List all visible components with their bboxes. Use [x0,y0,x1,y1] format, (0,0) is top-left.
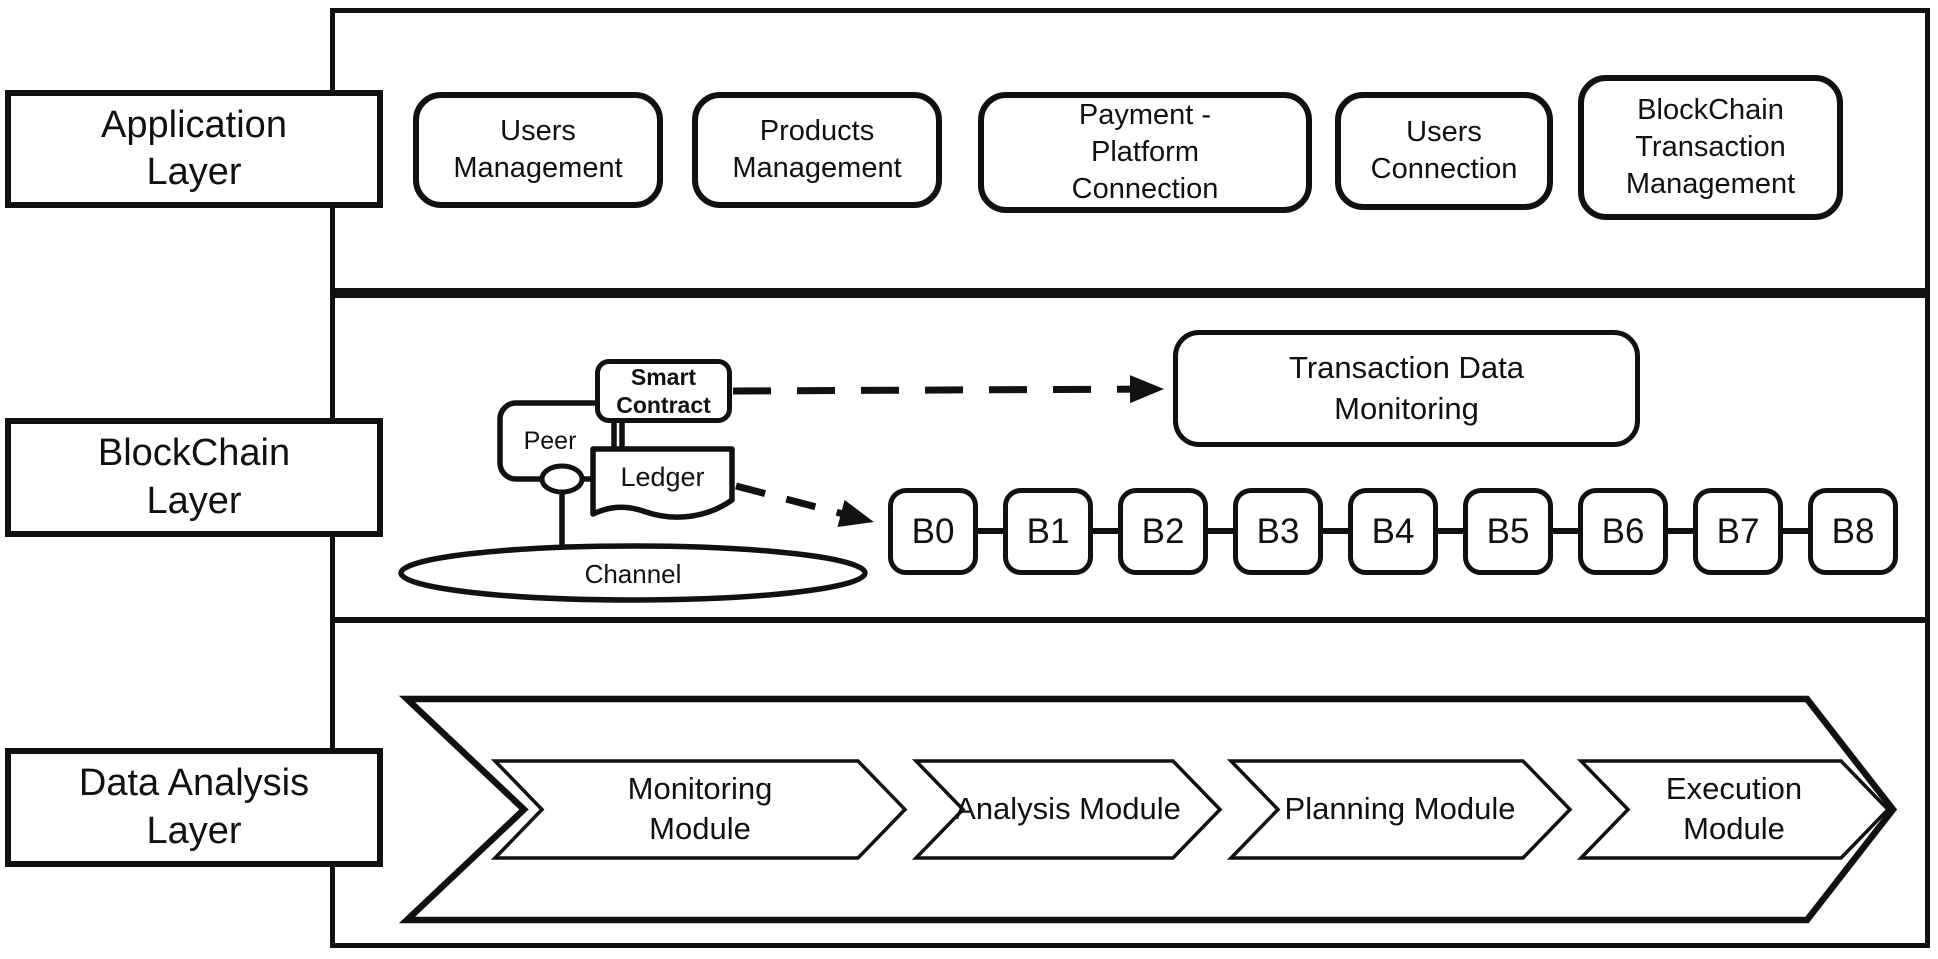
application-layer-label: Application Layer [101,103,287,194]
planning-module-chevron [1226,759,1573,860]
block-b7: B7 [1693,488,1783,575]
blockchain-transaction-management-box: BlockChain Transaction Management [1578,75,1843,220]
block-b6-label: B6 [1601,511,1645,551]
planning-module-text: Planning Module [1284,791,1516,827]
block-b8-label: B8 [1831,511,1875,551]
peer-port-ellipse [539,463,585,495]
execution-module-label: Execution Module [1624,763,1844,855]
analysis-module-text: Analysis Module [955,791,1181,827]
smart-contract-label: Smart Contract [616,363,711,418]
blockchain-layer-label: BlockChain Layer [97,432,291,522]
data-analysis-layer-label-box: Data Analysis Layer [5,748,383,867]
monitoring-module-chevron [490,759,908,860]
transaction-data-monitoring-label: Transaction Data Monitoring [1289,350,1524,426]
block-b2: B2 [1118,488,1208,575]
execution-module-text: Execution Module [1665,771,1803,846]
block-b5: B5 [1463,488,1553,575]
ledger-shape [590,446,735,520]
application-layer-label-box: Application Layer [5,90,383,208]
users-connection-label: Users Connection [1370,115,1518,185]
block-b0: B0 [888,488,978,575]
products-management-label: Products Management [732,114,902,184]
execution-module-chevron [1576,759,1891,860]
block-b1-label: B1 [1026,511,1070,551]
block-b7-label: B7 [1716,511,1760,551]
block-b3-label: B3 [1256,511,1300,551]
block-b0-label: B0 [911,511,955,551]
monitoring-module-text: Monitoring Module [627,771,773,846]
users-management-label: Users Management [453,114,623,184]
ledger-blocks-dashed-arrow [735,482,874,527]
blockchain-layer-label-box: BlockChain Layer [5,418,383,537]
monitoring-module-label: Monitoring Module [590,763,810,855]
block-b3: B3 [1233,488,1323,575]
products-management-box: Products Management [692,92,942,208]
data-analysis-layer-label: Data Analysis Layer [78,762,310,852]
smartcontract-monitoring-dashed-arrow [732,375,1164,404]
blockchain-transaction-management-label: BlockChain Transaction Management [1625,93,1796,201]
block-b6: B6 [1578,488,1668,575]
analysis-module-label: Analysis Module [938,763,1198,855]
planning-module-label: Planning Module [1270,763,1530,855]
block-b4: B4 [1348,488,1438,575]
channel-ellipse [398,543,868,603]
block-b2-label: B2 [1141,511,1185,551]
block-b8: B8 [1808,488,1898,575]
analysis-module-chevron [911,759,1223,860]
block-b1: B1 [1003,488,1093,575]
payment-platform-connection-box: Payment - Platform Connection [978,92,1312,213]
payment-platform-connection-label: Payment - Platform Connection [1071,98,1219,206]
users-management-box: Users Management [413,92,663,208]
block-b5-label: B5 [1486,511,1530,551]
users-connection-box: Users Connection [1335,92,1553,210]
transaction-data-monitoring-box: Transaction Data Monitoring [1173,330,1640,447]
block-b4-label: B4 [1371,511,1415,551]
smart-contract-box: Smart Contract [595,359,732,423]
